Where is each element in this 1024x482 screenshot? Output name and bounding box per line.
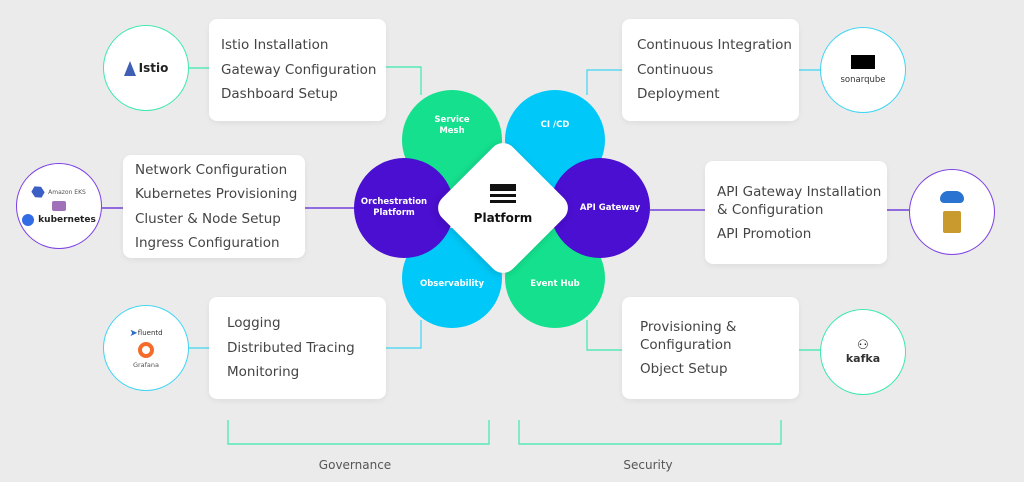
orchestration-box: Network Configuration Kubernetes Provisi… <box>123 155 305 258</box>
eks-icon <box>30 184 46 200</box>
fluentd-bird-icon: ➤ <box>129 327 138 339</box>
box-item: Network Configuration <box>135 161 288 178</box>
sonarqube-logo-circle: sonarqube <box>820 27 906 113</box>
box-item: Monitoring <box>227 364 300 381</box>
cicd-box: Continuous Integration Continuous Deploy… <box>622 19 799 121</box>
box-item: Gateway Configuration <box>221 61 377 78</box>
box-item: Dashboard Setup <box>221 86 338 103</box>
box-item: Continuous Integration <box>637 37 792 54</box>
box-item: API Promotion <box>717 225 812 242</box>
box-item: Continuous Deployment <box>637 61 720 103</box>
hamburger-stack-icon <box>490 184 516 203</box>
box-item: Provisioning & Configuration <box>640 319 737 353</box>
azure-cloud-icon <box>940 191 964 203</box>
redacted-block-icon <box>851 55 875 69</box>
kafka-logo-circle: ⚇ kafka <box>820 309 906 395</box>
platform-center[interactable]: Platform <box>453 170 553 225</box>
box-item: Kubernetes Provisioning <box>135 186 298 202</box>
api-gateway-logo-circle <box>909 169 995 255</box>
box-item: Istio Installation <box>221 37 329 54</box>
sail-icon <box>123 60 136 76</box>
kubernetes-logo-circle: Amazon EKS kubernetes <box>16 163 102 249</box>
service-mesh-box: Istio Installation Gateway Configuration… <box>209 19 386 121</box>
governance-label: Governance <box>318 458 392 472</box>
box-item: Logging <box>227 315 281 332</box>
observability-box: Logging Distributed Tracing Monitoring <box>209 297 386 399</box>
observability-logo-circle: ➤fluentd Grafana <box>103 305 189 391</box>
box-item: Object Setup <box>640 361 728 377</box>
kubernetes-helm-icon <box>22 214 35 226</box>
box-item: Distributed Tracing <box>227 339 355 356</box>
cluster-icon <box>52 201 66 211</box>
kafka-icon: ⚇ <box>857 338 869 353</box>
security-label: Security <box>623 458 673 472</box>
grafana-icon <box>138 341 154 358</box>
box-item: API Gateway Installation & Configuration <box>717 183 882 218</box>
event-hub-box: Provisioning & Configuration Object Setu… <box>622 297 799 399</box>
api-gateway-box: API Gateway Installation & Configuration… <box>705 161 887 264</box>
platform-title: Platform <box>473 211 533 225</box>
box-item: Cluster & Node Setup <box>135 210 281 227</box>
aws-api-gateway-icon <box>943 211 961 233</box>
istio-logo-circle: Istio <box>103 25 189 111</box>
box-item: Ingress Configuration <box>135 235 280 251</box>
